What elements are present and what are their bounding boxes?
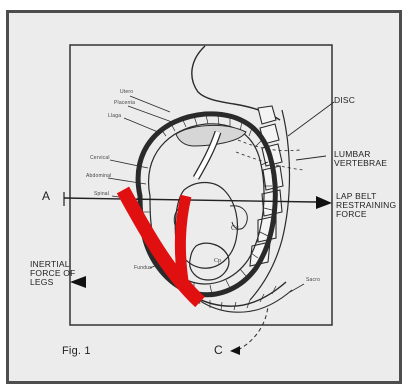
sacro-pointer	[290, 284, 304, 292]
fetus-mark: Cx	[231, 224, 240, 232]
label-small-1: Llaga	[108, 114, 121, 119]
label-inertial-force: INERTIAL FORCE OF LEGS	[30, 260, 76, 287]
label-a: A	[42, 190, 50, 203]
label-lumbar: LUMBAR VERTEBRAE	[334, 150, 387, 168]
figure-caption: Fig. 1	[62, 346, 91, 358]
drawing-border	[70, 45, 332, 325]
label-small-2: Cervical	[90, 156, 110, 161]
label-placenta: Placenta	[114, 101, 135, 106]
red-highlight-vessels	[123, 190, 200, 302]
label-lap-belt-force: LAP BELT RESTRAINING FORCE	[336, 192, 396, 219]
c-arrowhead	[230, 346, 240, 355]
belt-line-3: FORCE	[336, 210, 396, 219]
lumbar-line-2: VERTEBRAE	[334, 159, 387, 168]
fetus-mark-2: Cp	[214, 258, 221, 264]
inertial-line-3: LEGS	[30, 278, 76, 287]
label-uterus: Utero	[120, 90, 133, 95]
label-c: C	[214, 344, 223, 357]
label-small-4: Spinal	[94, 192, 109, 197]
label-small-5: Fundus	[134, 266, 152, 271]
label-disc: DISC	[334, 96, 355, 105]
lumbar-pointer	[296, 156, 326, 160]
label-small-6: Sacro	[306, 278, 320, 283]
label-small-3: Abdominal	[86, 174, 111, 179]
disc-pointer	[288, 102, 334, 136]
belt-force-arrowhead	[316, 196, 332, 209]
